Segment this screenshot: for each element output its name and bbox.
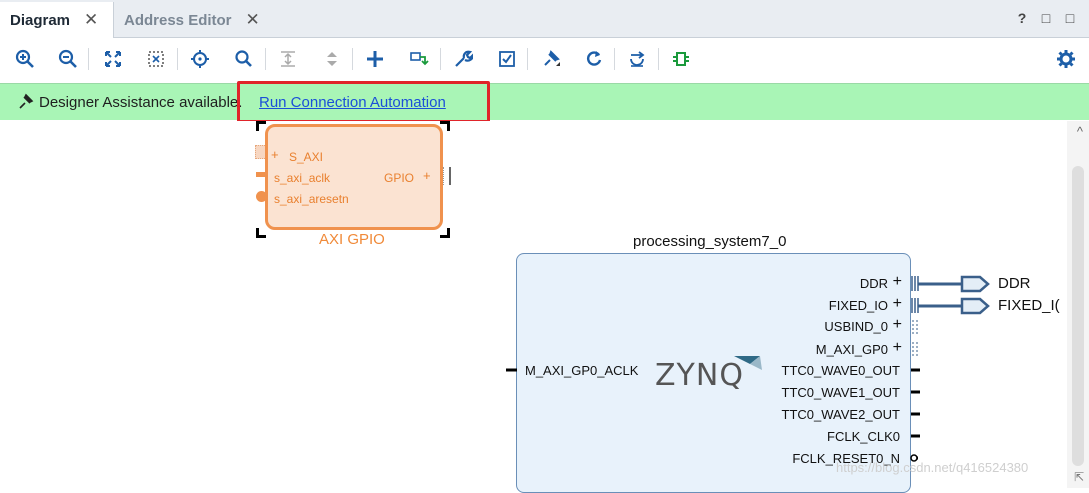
reset-pin[interactable] <box>256 191 267 202</box>
plus-icon[interactable]: + <box>892 316 902 333</box>
add-ip-icon[interactable] <box>362 46 388 72</box>
port-s-axi[interactable]: S_AXI <box>289 150 324 164</box>
regenerate-icon[interactable] <box>581 46 607 72</box>
tab-diagram-label: Diagram <box>10 11 71 29</box>
external-port-ddr[interactable]: DDR <box>998 275 1031 292</box>
port-ddr[interactable]: DDR <box>859 276 888 291</box>
make-connection-icon[interactable] <box>406 46 432 72</box>
selection-corner <box>256 228 266 238</box>
axi-gpio-block[interactable]: + S_AXI s_axi_aclk s_axi_aresetn GPIO + <box>265 124 443 230</box>
expand-icon[interactable] <box>319 46 345 72</box>
restore-icon[interactable]: □ <box>1041 10 1051 26</box>
run-connection-automation-link[interactable]: Run Connection Automation <box>259 94 446 111</box>
close-icon[interactable]: ✕ <box>84 10 99 29</box>
auto-connect-icon[interactable] <box>187 46 213 72</box>
designer-assistance-banner: Designer Assistance available. Run Conne… <box>0 83 1089 120</box>
port-fclk-clk0[interactable]: FCLK_CLK0 <box>827 429 900 444</box>
diagram-toolbar <box>0 38 1089 82</box>
pin-icon[interactable] <box>538 46 564 72</box>
port-ttc0-wave0-out[interactable]: TTC0_WAVE0_OUT <box>781 363 900 378</box>
maximize-icon[interactable]: □ <box>1065 10 1075 26</box>
external-port-fixed-io[interactable]: FIXED_I( <box>998 297 1060 314</box>
port-s-axi-aclk[interactable]: s_axi_aclk <box>274 171 331 185</box>
watermark: https://blog.csdn.net/q416524380 <box>836 460 1029 475</box>
properties-icon[interactable] <box>450 46 476 72</box>
port-gpio[interactable]: GPIO <box>384 171 415 185</box>
help-icon[interactable]: ? <box>1017 10 1027 26</box>
debug-icon[interactable] <box>668 46 694 72</box>
validate-icon[interactable] <box>494 46 520 72</box>
port-ttc0-wave1-out[interactable]: TTC0_WAVE1_OUT <box>781 385 900 400</box>
selection-corner <box>440 121 450 131</box>
tab-diagram[interactable]: Diagram ✕ <box>0 2 114 38</box>
pin-icon <box>18 93 34 113</box>
port-usbind-0[interactable]: USBIND_0 <box>824 319 888 334</box>
scrollbar-thumb[interactable] <box>1072 166 1084 466</box>
resize-icon: ⇱ <box>1073 470 1084 484</box>
collapse-icon[interactable] <box>275 46 301 72</box>
zoom-out-icon[interactable] <box>55 46 81 72</box>
axi-gpio-title: AXI GPIO <box>319 231 385 248</box>
search-icon[interactable] <box>231 46 257 72</box>
fit-view-icon[interactable] <box>100 46 126 72</box>
gpio-connector[interactable] <box>443 167 451 185</box>
zoom-in-icon[interactable] <box>12 46 38 72</box>
tab-address-editor-label: Address Editor <box>124 11 232 29</box>
tab-bar: Diagram ✕ Address Editor ✕ ? □ □ <box>0 0 1089 38</box>
plus-icon[interactable]: + <box>423 168 431 183</box>
chevron-up-icon[interactable]: ^ <box>1076 124 1083 139</box>
plus-icon[interactable]: + <box>892 295 902 312</box>
optimize-routing-icon[interactable] <box>624 46 650 72</box>
zynq-logo-icon <box>734 356 762 370</box>
plus-icon[interactable]: + <box>892 339 902 356</box>
port-m-axi-gp0-aclk[interactable]: M_AXI_GP0_ACLK <box>525 363 639 378</box>
zynq-logo: ZYNQ <box>655 358 744 393</box>
selection-corner <box>440 228 450 238</box>
clk-pin[interactable] <box>256 172 267 177</box>
fit-selection-icon[interactable] <box>143 46 169 72</box>
tab-address-editor[interactable]: Address Editor ✕ <box>114 2 274 38</box>
port-ttc0-wave2-out[interactable]: TTC0_WAVE2_OUT <box>781 407 900 422</box>
plus-icon[interactable]: + <box>271 147 279 162</box>
port-fixed-io[interactable]: FIXED_IO <box>828 298 888 313</box>
port-s-axi-aresetn[interactable]: s_axi_aresetn <box>274 192 349 206</box>
ps7-title: processing_system7_0 <box>633 233 787 250</box>
close-icon[interactable]: ✕ <box>245 10 260 29</box>
port-m-axi-gp0[interactable]: M_AXI_GP0 <box>815 342 888 357</box>
settings-icon[interactable] <box>1053 46 1079 72</box>
processing-system7-block[interactable]: M_AXI_GP0_ACLK ZYNQ DDR + FIXED_IO + USB… <box>516 253 911 493</box>
plus-icon[interactable]: + <box>892 273 902 290</box>
port-fclk-reset0-n[interactable]: FCLK_RESET0_N <box>792 451 900 466</box>
assistance-message: Designer Assistance available. <box>39 94 243 111</box>
selection-corner <box>256 121 266 131</box>
